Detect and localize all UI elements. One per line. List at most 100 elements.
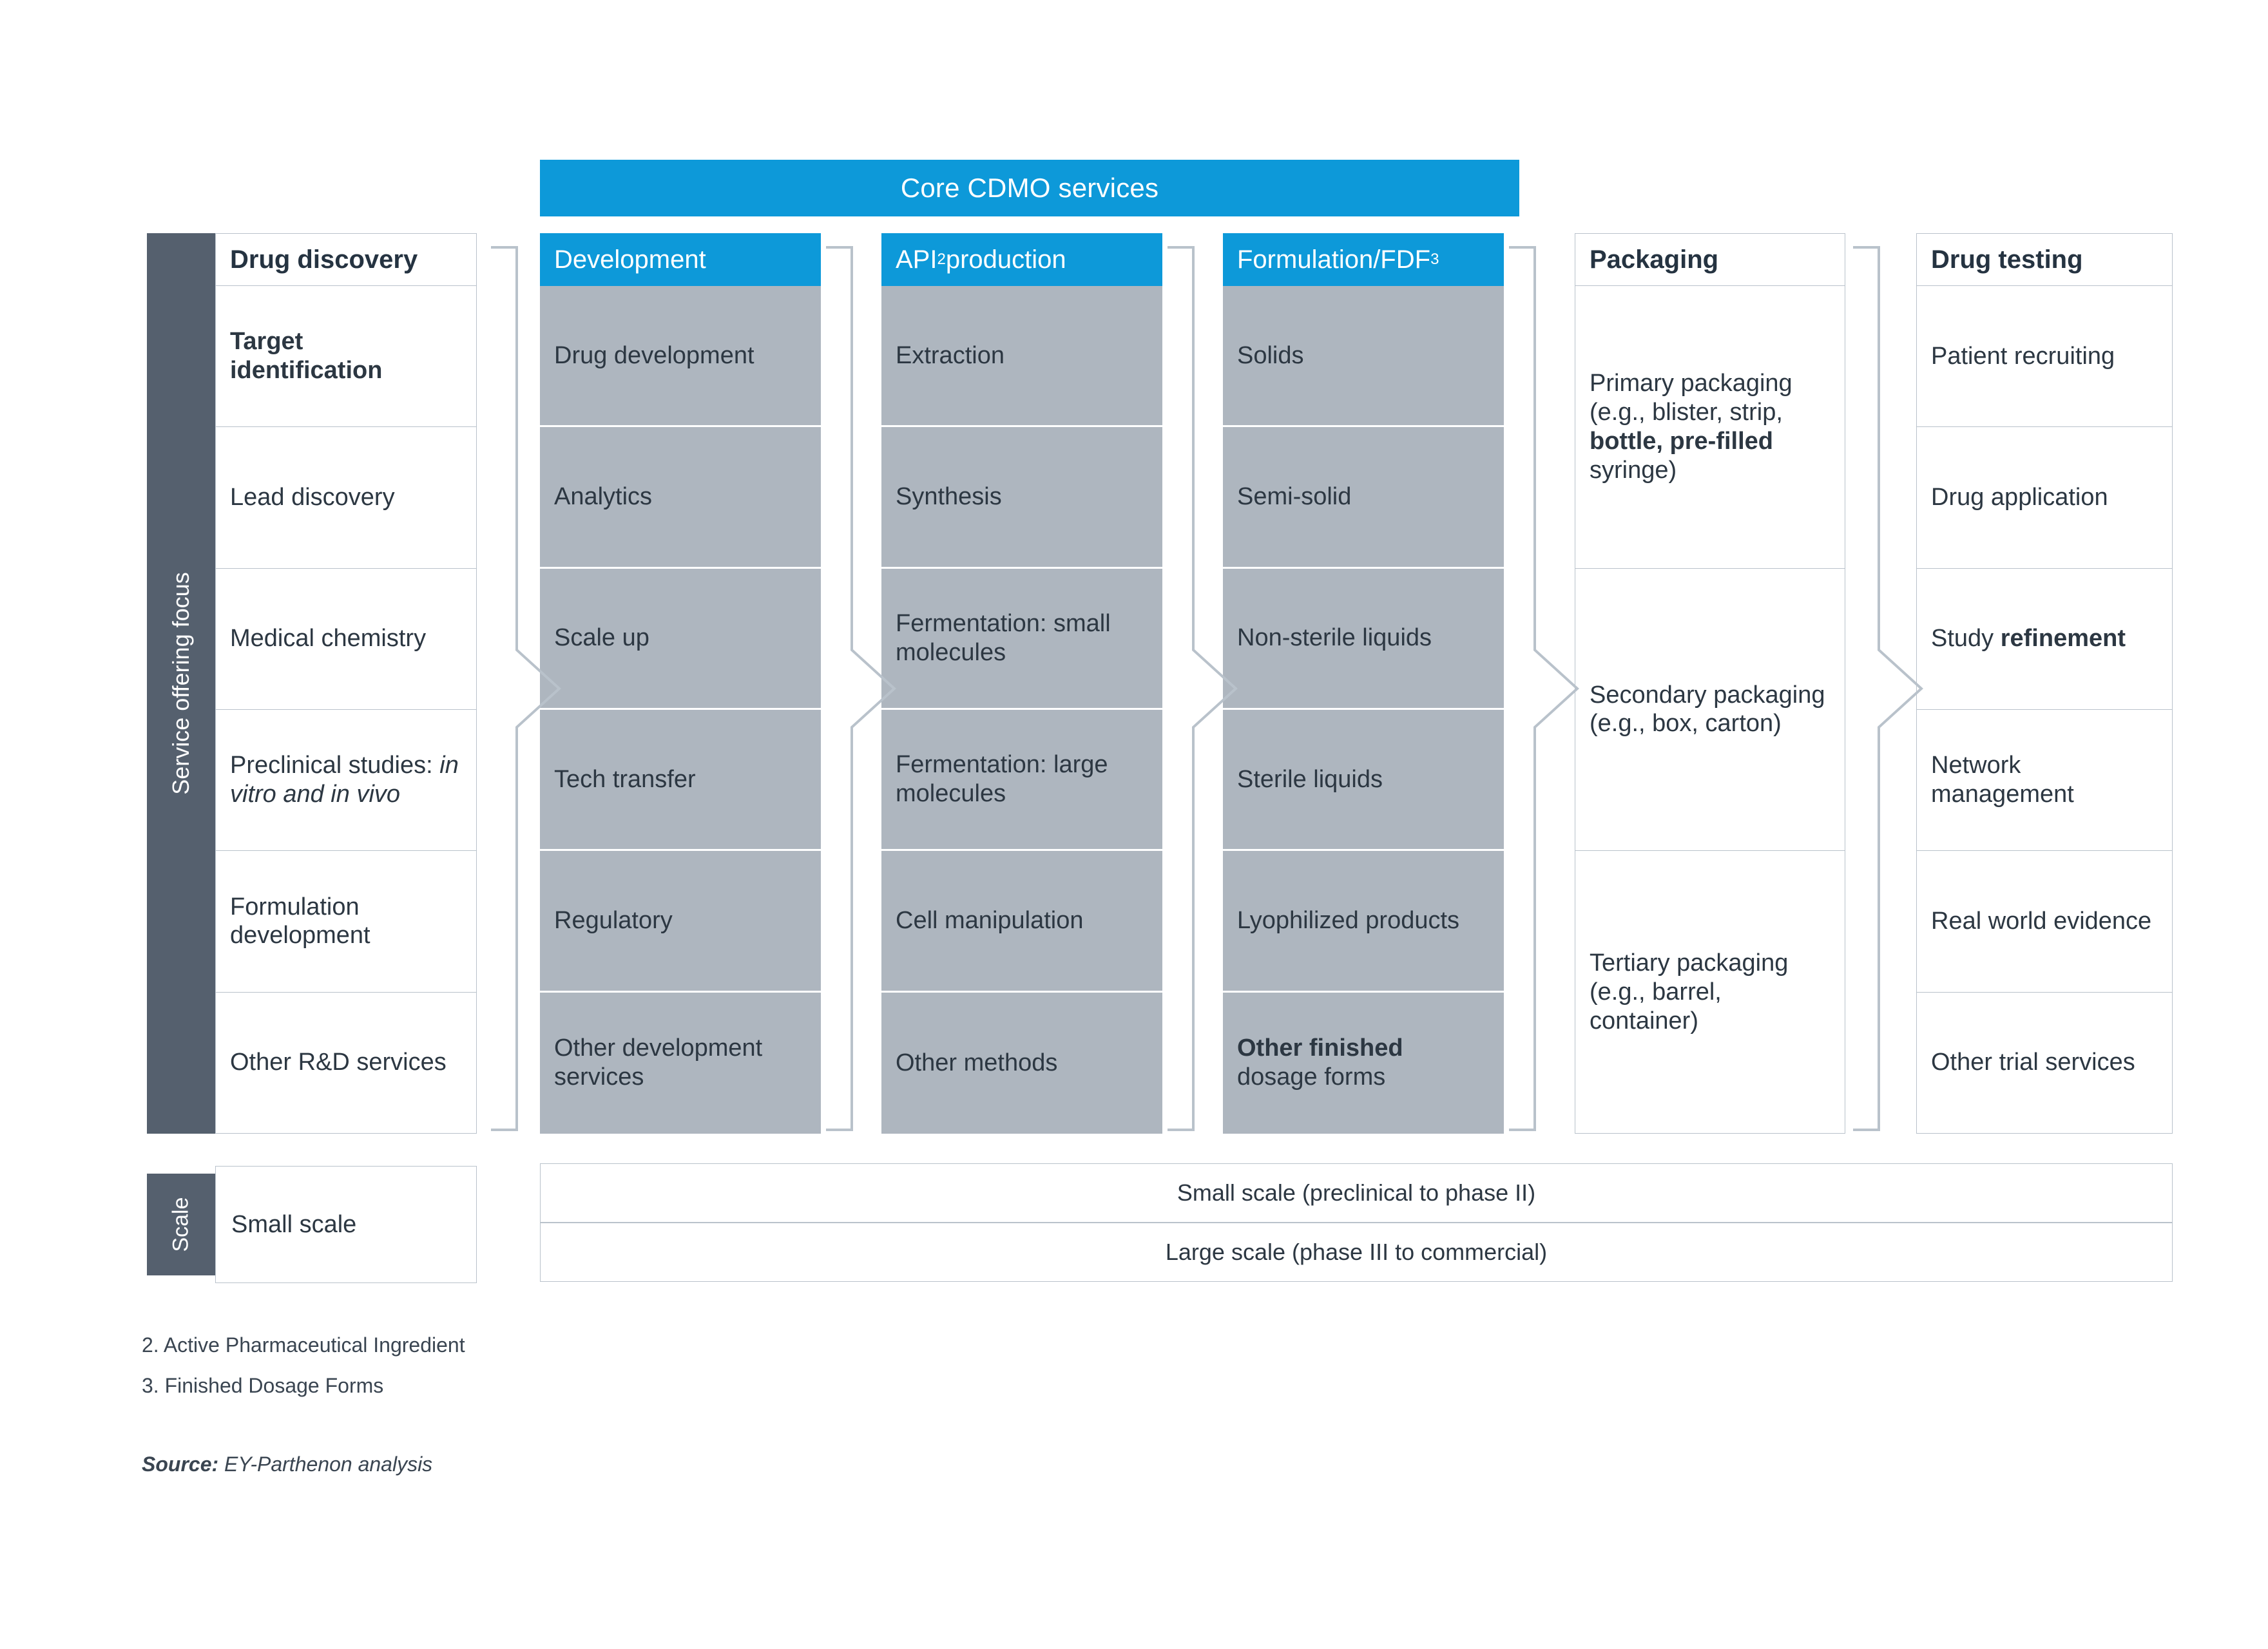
row-drug-testing-5: Other trial services	[1916, 992, 2173, 1134]
row-api-production-5: Other methods	[881, 992, 1162, 1134]
row-label: Tertiary packaging (e.g., barrel, contai…	[1590, 949, 1789, 1034]
row-api-production-3: Fermentation: large molecules	[881, 709, 1162, 852]
row-formulation-fdf-2: Non-sterile liquids	[1223, 568, 1504, 710]
scale-rail-label: Scale	[168, 1197, 193, 1252]
row-formulation-fdf-1: Semi-solid	[1223, 427, 1504, 569]
service-offering-focus-rail: Service offering focus	[147, 233, 215, 1134]
row-development-3: Tech transfer	[540, 709, 821, 852]
scale-bar-small-label: Small scale (preclinical to phase II)	[1177, 1179, 1536, 1206]
row-label: Non-sterile liquids	[1237, 624, 1432, 652]
core-cdmo-banner: Core CDMO services	[540, 160, 1519, 216]
flow-connector-4	[1505, 243, 1581, 1134]
row-label: Preclinical studies: in vitro and in viv…	[230, 752, 459, 808]
row-label: Network management	[1931, 752, 2074, 808]
row-label: Drug application	[1931, 484, 2108, 511]
row-label: Patient recruiting	[1931, 342, 2115, 370]
row-formulation-fdf-3: Sterile liquids	[1223, 709, 1504, 852]
row-development-5: Other development services	[540, 992, 821, 1134]
row-label: Other finished dosage forms	[1237, 1034, 1403, 1091]
row-drug-discovery-0: Target identification	[215, 286, 477, 428]
flow-connector-1	[487, 243, 563, 1134]
row-label: Sterile liquids	[1237, 765, 1383, 793]
scale-rail: Scale	[147, 1174, 215, 1275]
row-drug-testing-2: Study refinement	[1916, 568, 2173, 710]
row-drug-testing-1: Drug application	[1916, 427, 2173, 569]
row-packaging-1: Secondary packaging (e.g., box, carton)	[1575, 568, 1845, 852]
column-header-development: Development	[540, 233, 821, 286]
row-formulation-fdf-0: Solids	[1223, 286, 1504, 428]
row-label: Formulation development	[230, 893, 370, 949]
scale-bar-small: Small scale (preclinical to phase II)	[540, 1163, 2173, 1223]
row-formulation-fdf-5: Other finished dosage forms	[1223, 992, 1504, 1134]
row-drug-discovery-5: Other R&D services	[215, 992, 477, 1134]
column-header-drug-testing: Drug testing	[1916, 233, 2173, 286]
row-drug-discovery-4: Formulation development	[215, 851, 477, 993]
scale-small-scale-cell: Small scale	[215, 1166, 477, 1283]
row-label: Secondary packaging (e.g., box, carton)	[1590, 681, 1825, 738]
footnotes: 2. Active Pharmaceutical Ingredient 3. F…	[142, 1333, 465, 1415]
row-label: Regulatory	[554, 907, 673, 935]
row-label: Cell manipulation	[896, 907, 1084, 935]
row-packaging-2: Tertiary packaging (e.g., barrel, contai…	[1575, 851, 1845, 1134]
row-label: Other trial services	[1931, 1049, 2135, 1076]
row-label: Other R&D services	[230, 1049, 447, 1076]
row-label: Real world evidence	[1931, 908, 2152, 935]
row-label: Primary packaging (e.g., blister, strip,…	[1590, 370, 1792, 484]
row-label: Lyophilized products	[1237, 907, 1460, 935]
row-api-production-0: Extraction	[881, 286, 1162, 428]
column-header-drug-discovery: Drug discovery	[215, 233, 477, 286]
row-api-production-4: Cell manipulation	[881, 851, 1162, 993]
row-label: Study refinement	[1931, 625, 2126, 653]
footnote-3: 3. Finished Dosage Forms	[142, 1374, 384, 1397]
row-label: Analytics	[554, 483, 653, 511]
row-development-4: Regulatory	[540, 851, 821, 993]
row-label: Extraction	[896, 341, 1004, 369]
row-label: Scale up	[554, 624, 649, 652]
source-label: Source:	[142, 1453, 219, 1476]
row-label: Fermentation: small molecules	[896, 609, 1111, 666]
row-drug-testing-4: Real world evidence	[1916, 851, 2173, 993]
row-development-2: Scale up	[540, 568, 821, 710]
row-label: Fermentation: large molecules	[896, 751, 1108, 808]
footnote-2: 2. Active Pharmaceutical Ingredient	[142, 1333, 465, 1357]
row-api-production-1: Synthesis	[881, 427, 1162, 569]
row-drug-testing-0: Patient recruiting	[1916, 286, 2173, 428]
scale-bar-large: Large scale (phase III to commercial)	[540, 1223, 2173, 1282]
row-development-1: Analytics	[540, 427, 821, 569]
source-value: EY-Parthenon analysis	[224, 1453, 433, 1476]
row-label: Semi-solid	[1237, 483, 1352, 511]
row-api-production-2: Fermentation: small molecules	[881, 568, 1162, 710]
core-cdmo-banner-title: Core CDMO services	[900, 173, 1159, 203]
row-label: Solids	[1237, 341, 1304, 369]
row-label: Other development services	[554, 1034, 763, 1091]
row-label: Lead discovery	[230, 484, 395, 511]
row-label: Synthesis	[896, 483, 1002, 511]
row-label: Medical chemistry	[230, 625, 427, 653]
service-offering-focus-label: Service offering focus	[168, 572, 194, 795]
flow-connector-5	[1849, 243, 1925, 1134]
row-drug-testing-3: Network management	[1916, 709, 2173, 852]
row-label: Other methods	[896, 1049, 1058, 1076]
scale-bar-large-label: Large scale (phase III to commercial)	[1165, 1239, 1548, 1265]
column-rows-packaging: Primary packaging (e.g., blister, strip,…	[1575, 286, 1845, 1134]
row-development-0: Drug development	[540, 286, 821, 428]
row-label: Target identification	[230, 328, 383, 385]
row-label: Drug development	[554, 341, 754, 369]
row-formulation-fdf-4: Lyophilized products	[1223, 851, 1504, 993]
row-drug-discovery-2: Medical chemistry	[215, 568, 477, 710]
row-drug-discovery-1: Lead discovery	[215, 427, 477, 569]
row-label: Tech transfer	[554, 765, 696, 793]
